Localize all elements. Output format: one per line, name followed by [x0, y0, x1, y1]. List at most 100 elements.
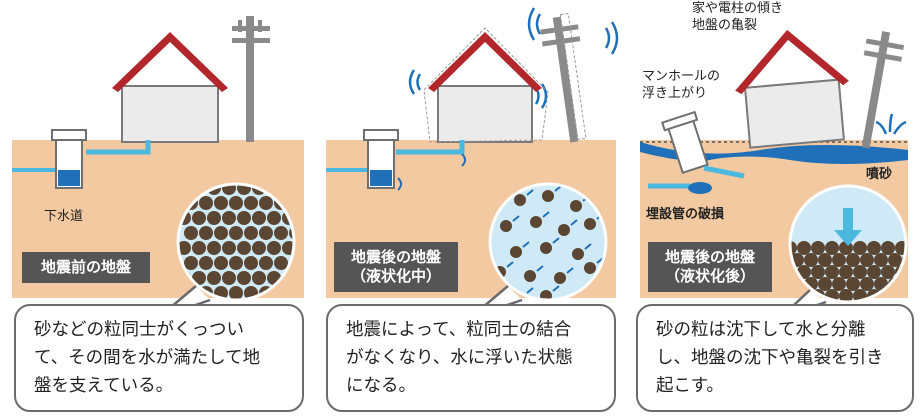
soil-grain: [846, 277, 860, 291]
soil-grain: [207, 241, 221, 255]
soil-grain: [237, 271, 251, 285]
motion-arrow: [512, 215, 520, 222]
manhole-icon: [661, 110, 709, 174]
soil-grain: [178, 241, 191, 255]
panel-during-liquefaction: [326, 7, 619, 320]
soil-grain: [184, 256, 198, 270]
sewer-system: [326, 129, 466, 191]
motion-arrow: [596, 257, 604, 264]
state-label-after: 地震後の地盤 （液状化後）: [648, 242, 772, 292]
state-label-line: （液状化中）: [350, 267, 441, 285]
sand-boil-label: 噴砂: [866, 167, 893, 182]
soil-grain: [514, 194, 526, 206]
caption-line: がなくなり、水に浮いた状態: [346, 348, 573, 368]
soil-grain: [530, 216, 542, 228]
soil-grain: [199, 196, 213, 210]
caption-line: て、その間を水が満たして地: [34, 348, 261, 368]
tilt-crack-label: 家や電柱の傾き 地盤の亀裂: [692, 0, 783, 34]
manhole-float-label: マンホールの 浮き上がり: [642, 68, 720, 102]
soil-grain: [229, 286, 243, 300]
soil-grain: [790, 241, 797, 255]
state-label-during: 地震後の地盤 （液状化中）: [334, 242, 458, 292]
soil-grain: [554, 272, 566, 284]
soil-grain: [584, 262, 596, 274]
soil-grain: [846, 253, 860, 267]
house-icon: [112, 32, 228, 143]
sand-boil-icon: [875, 113, 907, 135]
soil-grains-circle: [469, 182, 608, 320]
motion-arrow: [536, 265, 544, 272]
soil-grain: [584, 218, 596, 230]
soil-grain: [839, 241, 853, 255]
manhole-label-line: 浮き上がり: [642, 86, 708, 101]
soil-grain: [853, 241, 867, 255]
soil-grain: [237, 211, 251, 225]
soil-grain: [214, 226, 228, 240]
down-arrow-icon: [834, 208, 862, 246]
soil-grain: [818, 277, 832, 291]
caption-line: 起こす。: [656, 376, 724, 396]
soil-grain: [252, 241, 266, 255]
soil-grain: [881, 265, 895, 279]
caption-line: 地震によって、粒同士の結合: [346, 320, 572, 340]
soil-grain: [244, 256, 258, 270]
utility-pole-icon: [232, 16, 270, 142]
soil-grain: [867, 265, 881, 279]
soil-grain: [572, 248, 584, 260]
motion-arrow: [552, 285, 560, 292]
soil-grain: [888, 253, 902, 267]
soil-grain: [207, 211, 221, 225]
soil-grain: [558, 224, 570, 236]
soil-grain: [199, 256, 213, 270]
soil-grain: [222, 271, 236, 285]
utility-pole-icon: [861, 31, 905, 149]
soil-grain: [244, 196, 258, 210]
soil-grain: [229, 226, 243, 240]
caption-line: 砂の粒は沈下して水と分離: [656, 320, 866, 340]
sewer-label: 下水道: [44, 209, 84, 224]
soil-grain: [500, 220, 512, 232]
state-label-text: 地震前の地盤: [40, 258, 131, 276]
soil-grain: [199, 226, 213, 240]
pipe-damage-label: 埋設管の破損: [646, 207, 725, 222]
soil-grain: [192, 241, 206, 255]
house-icon: [423, 27, 549, 143]
soil-grain: [229, 256, 243, 270]
soil-grain: [252, 211, 266, 225]
soil-grain: [252, 271, 266, 285]
soil-grain: [229, 196, 243, 210]
motion-arrow: [584, 243, 592, 250]
soil-grain: [570, 200, 582, 212]
soil-grain: [818, 253, 832, 267]
motion-arrow: [522, 241, 530, 248]
state-label-line: （液状化後）: [664, 267, 755, 285]
soil-grain: [214, 256, 228, 270]
soil-grain: [811, 265, 825, 279]
tilt-label-line: 家や電柱の傾き: [692, 1, 784, 16]
broken-pipe-icon: [648, 182, 712, 194]
soil-grain: [540, 242, 552, 254]
caption-line: し、地盤の沈下や亀裂を引き: [656, 348, 884, 368]
soil-grain: [184, 226, 198, 240]
sewer-system: [12, 129, 151, 189]
soil-grain: [237, 241, 251, 255]
caption-before: 砂などの粒同士がくっつい て、その間を水が満たして地 盤を支えている。: [14, 304, 304, 412]
soil-grain: [259, 256, 273, 270]
soil-grain: [244, 226, 258, 240]
soil-grain: [259, 196, 273, 210]
caption-line: 盤を支えている。: [34, 376, 174, 396]
soil-grain: [853, 265, 867, 279]
soil-grain: [874, 253, 888, 267]
soil-grain: [510, 246, 522, 258]
surface-water: [640, 142, 908, 164]
caption-line: 砂などの粒同士がくっつい: [34, 320, 244, 340]
soil-grain: [222, 241, 236, 255]
house-icon: [735, 29, 849, 149]
caption-during: 地震によって、粒同士の結合 がなくなり、水に浮いた状態 になる。: [326, 304, 616, 412]
soil-grain: [825, 265, 839, 279]
state-label-before: 地震前の地盤: [22, 252, 150, 283]
manhole-label-line: マンホールの: [642, 69, 721, 84]
soil-grain: [825, 241, 839, 255]
motion-arrow: [552, 237, 560, 244]
soil-grain: [839, 265, 853, 279]
